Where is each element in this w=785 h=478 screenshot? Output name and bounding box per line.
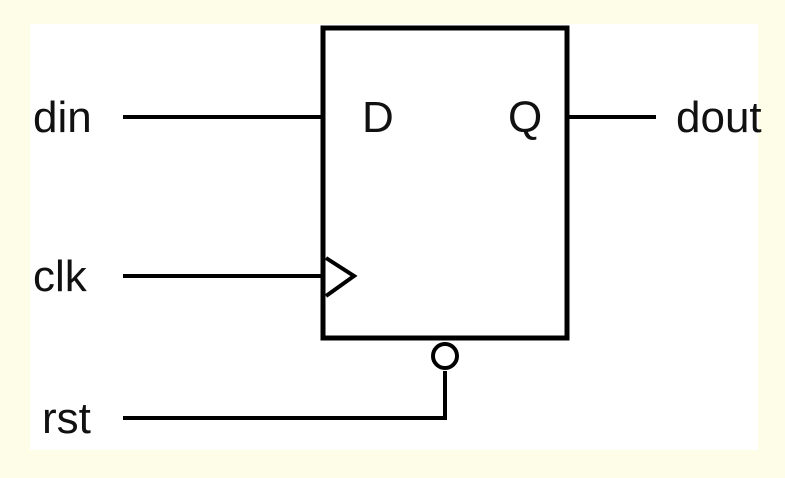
q-pin-label: Q: [508, 93, 542, 142]
reset-inversion-bubble: [431, 342, 459, 370]
rst-label: rst: [42, 394, 91, 443]
clock-edge-triangle: [324, 256, 358, 298]
dout-label: dout: [676, 93, 762, 142]
clk-label: clk: [33, 252, 88, 301]
din-label: din: [33, 93, 92, 142]
d-pin-label: D: [362, 93, 394, 142]
rst-wire: [123, 371, 447, 420]
flip-flop-box: [320, 25, 570, 341]
